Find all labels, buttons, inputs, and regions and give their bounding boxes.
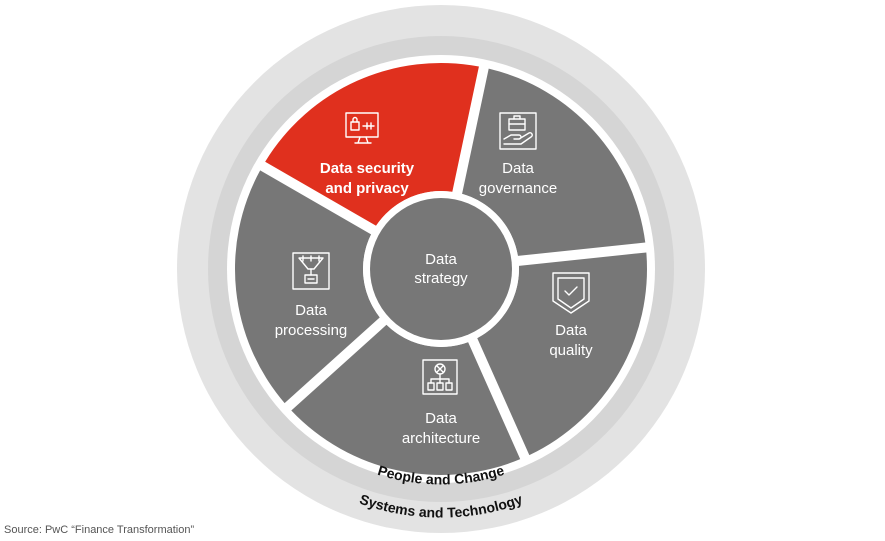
segment-quality-line2: quality <box>549 342 593 359</box>
architecture-network-icon <box>422 359 458 395</box>
segment-processing-line2: processing <box>275 322 348 339</box>
segment-processing-line1: Data <box>295 302 327 319</box>
source-note: Source: PwC “Finance Transformation” <box>4 524 195 536</box>
segment-architecture-line1: Data <box>425 410 457 427</box>
wedge-quality <box>477 252 648 456</box>
shield-check-icon <box>552 272 590 314</box>
wedge-architecture <box>291 324 521 475</box>
center-label-line2: strategy <box>414 270 468 287</box>
segment-governance-line1: Data <box>502 160 534 177</box>
hand-briefcase-icon <box>499 112 537 150</box>
wedge-processing <box>235 170 380 404</box>
center-circle <box>370 198 512 340</box>
segment-wedges <box>235 62 648 475</box>
segment-security-line1: Data security <box>320 160 415 177</box>
center-label-line1: Data <box>425 251 457 268</box>
funnel-processing-icon <box>292 252 330 290</box>
segment-governance-line2: governance <box>479 180 557 197</box>
segment-architecture-line2: architecture <box>402 430 480 447</box>
computer-lock-icon <box>345 112 379 144</box>
wedge-security <box>265 62 479 226</box>
segment-security-line2: and privacy <box>325 180 409 197</box>
segment-quality-line1: Data <box>555 322 587 339</box>
wedge-governance <box>462 68 646 256</box>
